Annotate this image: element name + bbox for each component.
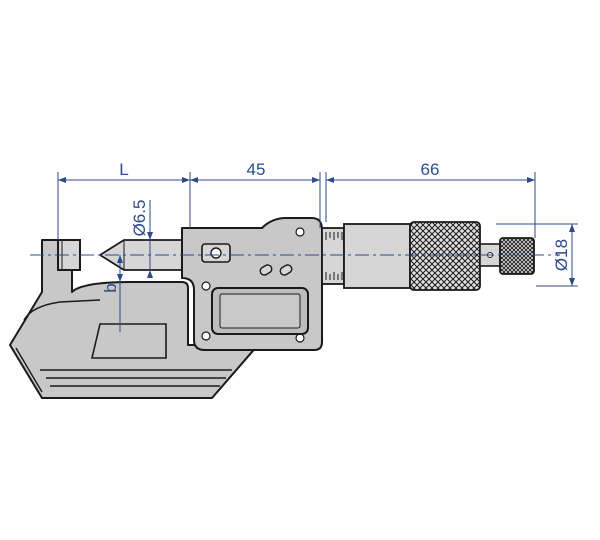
thimble-length-label: 66 [421, 160, 440, 179]
screw-icon [295, 333, 305, 343]
head-length-label: 45 [247, 160, 266, 179]
frame-bevel-lines [15, 347, 232, 393]
screw-icon [201, 331, 211, 341]
sleeve [321, 227, 345, 285]
screw-icon [201, 281, 211, 291]
knurled-grip [409, 221, 481, 291]
frame-window [90, 323, 167, 359]
digital-head [181, 217, 323, 351]
lcd-screen [219, 293, 301, 329]
frame [9, 239, 259, 399]
frame-inner-curve [23, 299, 101, 321]
lock-knob-icon [210, 247, 222, 259]
mode-button [259, 264, 273, 276]
dimension-lines [57, 172, 578, 332]
thimble [343, 221, 535, 291]
ratchet-stop [499, 237, 535, 275]
offset-label: b [101, 283, 120, 292]
length-label: L [119, 160, 128, 179]
spindle-diameter-label: Ø6.5 [130, 200, 149, 237]
screw-icon [295, 227, 305, 237]
thimble-diameter-label: Ø18 [552, 239, 571, 271]
sleeve-graduations [325, 232, 343, 280]
zero-button [279, 264, 293, 276]
